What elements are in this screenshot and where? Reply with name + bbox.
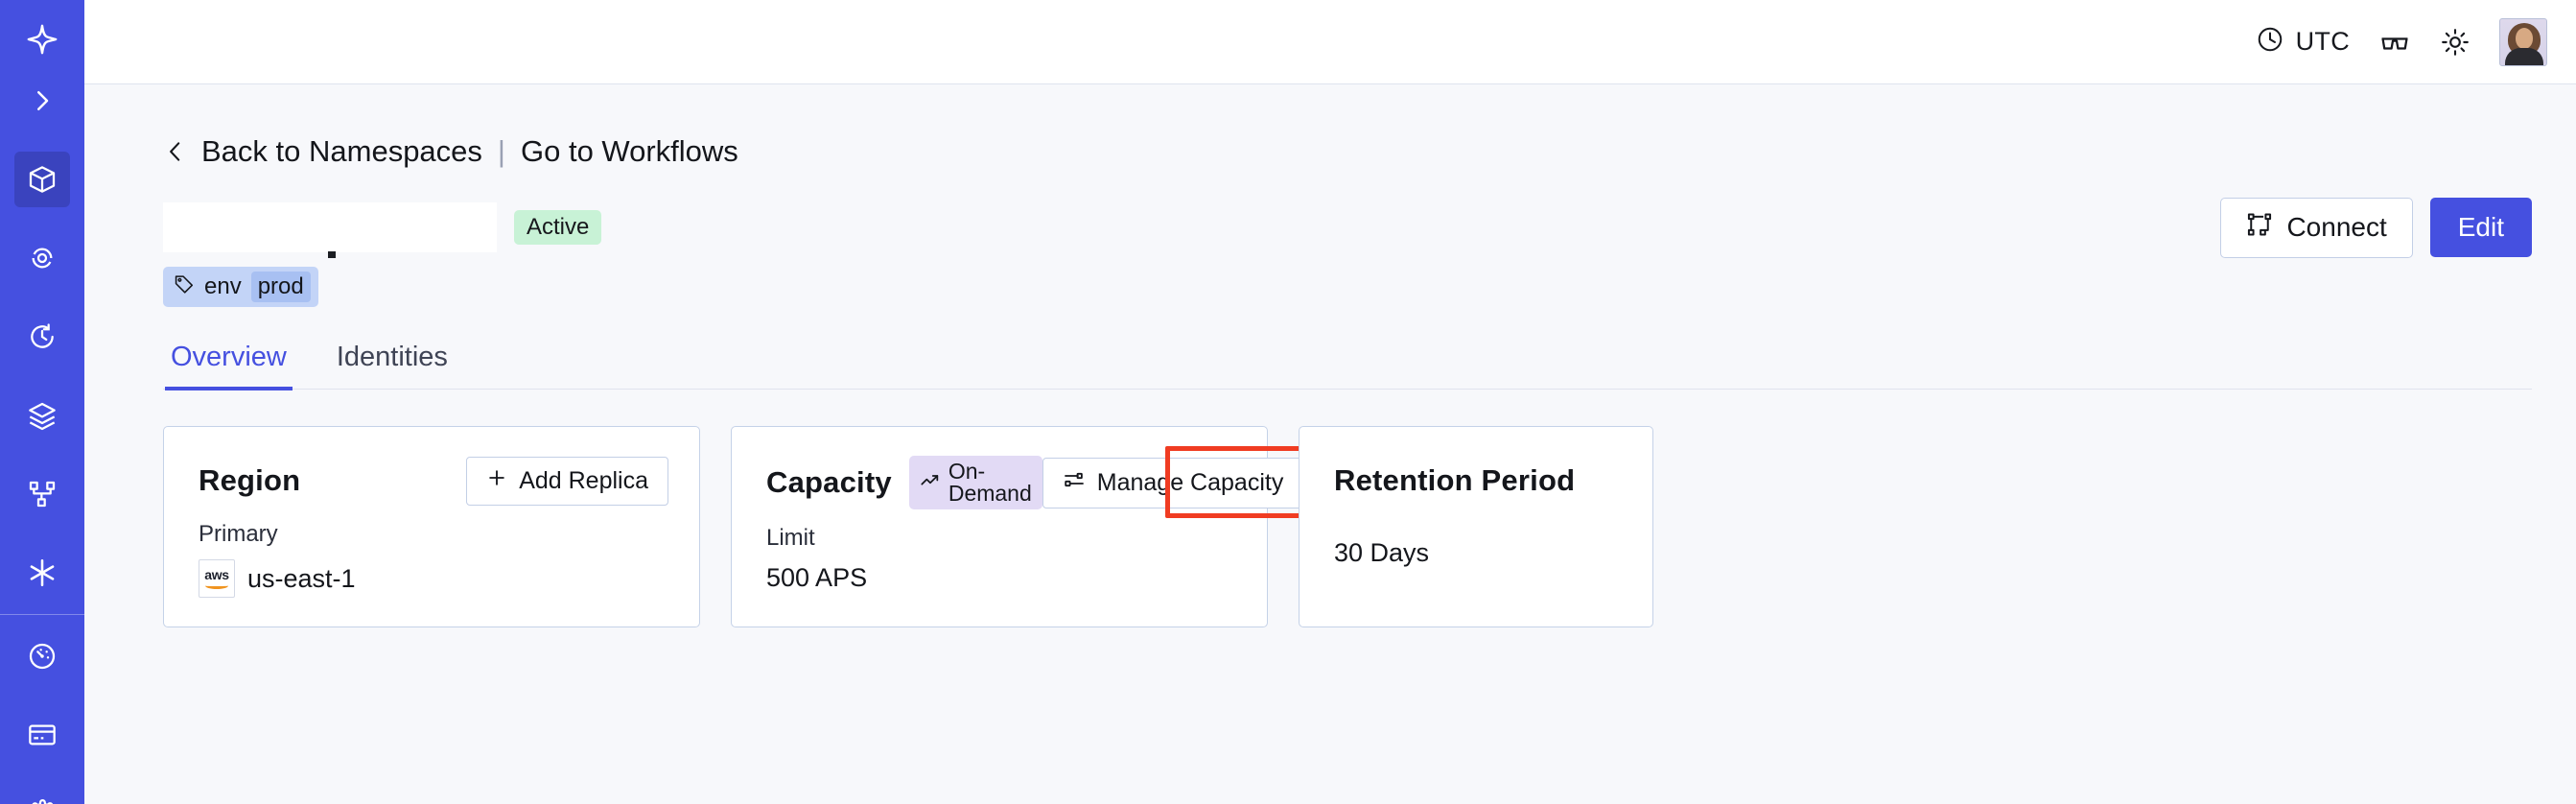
edit-button-label: Edit bbox=[2457, 212, 2504, 242]
region-primary-value: us-east-1 bbox=[247, 563, 356, 593]
sidebar-item-integrations[interactable] bbox=[14, 545, 70, 601]
sidebar-item-observability[interactable] bbox=[14, 230, 70, 286]
header-actions: Connect Edit bbox=[2220, 197, 2532, 258]
status-badge: Active bbox=[514, 210, 602, 245]
sidebar-item-layers[interactable] bbox=[14, 388, 70, 443]
capacity-mode-label: On-Demand bbox=[948, 459, 1032, 506]
region-primary-value-row: aws us-east-1 bbox=[199, 559, 668, 598]
retention-card: Retention Period 30 Days bbox=[1299, 426, 1653, 627]
tab-overview[interactable]: Overview bbox=[165, 342, 293, 390]
avatar-body bbox=[2505, 47, 2543, 65]
breadcrumb-separator: | bbox=[497, 134, 505, 168]
region-card-title: Region bbox=[199, 463, 301, 497]
four-point-star-icon[interactable] bbox=[14, 12, 70, 67]
chevron-right-icon[interactable] bbox=[14, 73, 70, 129]
avatar-face bbox=[2516, 27, 2533, 49]
tab-identities[interactable]: Identities bbox=[336, 342, 448, 372]
capacity-card-title: Capacity bbox=[766, 465, 892, 499]
sidebar-item-settings[interactable] bbox=[14, 786, 70, 804]
capacity-limit-label: Limit bbox=[766, 525, 815, 551]
tag-value: prod bbox=[250, 272, 311, 302]
breadcrumb: Back to Namespaces | Go to Workflows bbox=[163, 134, 2532, 169]
clock-icon bbox=[2256, 25, 2284, 59]
avatar[interactable] bbox=[2499, 17, 2547, 66]
capacity-card: Capacity On-Demand bbox=[731, 426, 1445, 627]
sidebar-item-billing[interactable] bbox=[14, 707, 70, 763]
trending-up-icon bbox=[920, 470, 941, 495]
breadcrumb-back-link[interactable]: Back to Namespaces bbox=[201, 134, 482, 168]
overview-cards: Region Add Replica bbox=[163, 426, 2532, 627]
tag-icon bbox=[174, 273, 195, 301]
region-card-head: Region Add Replica bbox=[199, 456, 668, 506]
breadcrumb-workflows-link[interactable]: Go to Workflows bbox=[520, 134, 738, 168]
capacity-mode-badge: On-Demand bbox=[908, 456, 1042, 509]
connect-button[interactable]: Connect bbox=[2220, 197, 2413, 258]
sidebar-item-usage[interactable] bbox=[14, 628, 70, 684]
timezone-selector[interactable]: UTC bbox=[2256, 25, 2350, 59]
main-area: UTC bbox=[84, 0, 2576, 804]
tab-bar: Overview Identities bbox=[163, 342, 2532, 390]
connect-button-label: Connect bbox=[2286, 212, 2387, 242]
sliders-icon bbox=[1063, 468, 1086, 498]
sun-icon[interactable] bbox=[2440, 27, 2471, 58]
topbar: UTC bbox=[84, 0, 2576, 84]
sidebar-divider-1 bbox=[0, 614, 84, 615]
edit-button[interactable]: Edit bbox=[2429, 198, 2532, 257]
sidebar-item-history[interactable] bbox=[14, 309, 70, 365]
retention-card-title: Retention Period bbox=[1334, 463, 1576, 497]
glasses-icon[interactable] bbox=[2378, 26, 2411, 59]
tag-key: env bbox=[204, 273, 242, 299]
retention-card-head: Retention Period bbox=[1334, 456, 1622, 506]
add-replica-label: Add Replica bbox=[519, 466, 648, 494]
page-title bbox=[163, 202, 497, 258]
sidebar-item-namespaces[interactable] bbox=[14, 152, 70, 207]
add-replica-button[interactable]: Add Replica bbox=[466, 456, 668, 506]
sidebar bbox=[0, 0, 84, 804]
manage-capacity-label: Manage Capacity bbox=[1096, 468, 1284, 496]
capacity-card-action: Manage Capacity bbox=[1042, 457, 1304, 508]
region-card-action: Add Replica bbox=[466, 456, 668, 506]
plus-icon bbox=[486, 467, 507, 495]
timezone-label: UTC bbox=[2295, 27, 2350, 56]
retention-value: 30 Days bbox=[1334, 538, 1430, 567]
content: Back to Namespaces | Go to Workflows Act… bbox=[84, 84, 2576, 804]
aws-logo-icon: aws bbox=[199, 559, 235, 598]
region-card: Region Add Replica bbox=[163, 426, 700, 627]
namespace-tag[interactable]: env prod bbox=[163, 267, 318, 307]
namespace-header: Active Connect bbox=[163, 197, 2532, 258]
connect-flow-icon bbox=[2246, 211, 2273, 245]
chevron-left-icon[interactable] bbox=[163, 136, 188, 167]
manage-capacity-button[interactable]: Manage Capacity bbox=[1042, 457, 1304, 508]
region-primary-label: Primary bbox=[199, 521, 278, 547]
sidebar-item-workflows[interactable] bbox=[14, 466, 70, 522]
capacity-limit-value: 500 APS bbox=[766, 563, 868, 592]
capacity-card-head: Capacity On-Demand bbox=[766, 456, 1304, 509]
tag-row: env prod bbox=[163, 267, 2532, 307]
